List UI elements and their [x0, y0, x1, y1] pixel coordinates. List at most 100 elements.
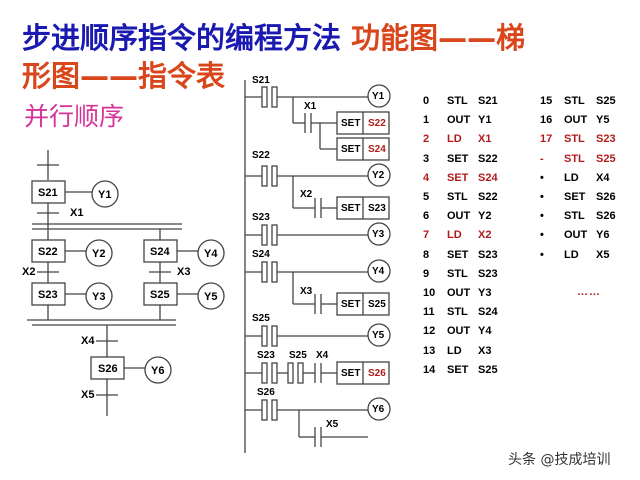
instruction-arg: S24 — [478, 171, 498, 184]
ladder-contact-label: S23 — [257, 350, 275, 361]
instruction-op: LD — [564, 248, 579, 261]
instruction-op: LD — [447, 229, 462, 242]
ladder-coil-label: Y4 — [372, 266, 385, 277]
instruction-arg: X3 — [478, 344, 492, 357]
instruction-arg: S26 — [596, 191, 616, 203]
instruction-step: • — [540, 191, 544, 203]
instruction-op: SET — [447, 363, 469, 376]
instruction-op: LD — [564, 171, 579, 184]
instruction-step: 2 — [423, 133, 430, 146]
instruction-list-ellipsis: …… — [577, 286, 601, 298]
instruction-arg: Y1 — [478, 114, 492, 127]
sfc-transition-label: X2 — [22, 266, 36, 278]
instruction-arg: X1 — [478, 133, 492, 146]
sfc-output-y1 — [91, 180, 119, 208]
instruction-arg: Y5 — [596, 114, 610, 127]
instruction-step: 8 — [423, 248, 430, 261]
sfc-output-label: Y4 — [204, 248, 218, 260]
ladder-rung-1 — [245, 84, 391, 161]
sfc-output-label: Y5 — [204, 291, 218, 303]
instruction-arg: S23 — [478, 267, 498, 280]
title-red-part: 功能图——梯 — [351, 21, 526, 55]
instruction-arg: Y4 — [478, 325, 492, 338]
ladder-set-target: S24 — [368, 144, 386, 155]
instruction-step: 9 — [423, 267, 430, 280]
sfc-step-label: S21 — [38, 187, 58, 199]
sfc-step-label: S22 — [38, 246, 58, 258]
sfc-step-label: S24 — [150, 246, 170, 258]
instruction-op: STL — [447, 95, 468, 107]
instruction-arg: X5 — [596, 248, 610, 261]
instruction-arg: S23 — [596, 133, 616, 146]
page-title-line1: 步进顺序指令的编程方法 功能图——梯 — [22, 20, 525, 56]
instruction-step: 13 — [423, 344, 436, 357]
sfc-output-y3 — [85, 282, 113, 310]
instruction-op: OUT — [447, 325, 471, 338]
instruction-op: SET — [447, 152, 469, 165]
instruction-op: OUT — [564, 229, 588, 242]
instruction-op: STL — [564, 152, 585, 165]
instruction-step: • — [540, 248, 544, 261]
instruction-arg: S25 — [596, 95, 616, 107]
instruction-arg: Y2 — [478, 210, 492, 223]
instruction-step: 0 — [423, 95, 430, 107]
ladder-contact-label: X4 — [316, 350, 329, 361]
instruction-step: 4 — [423, 171, 430, 184]
ladder-rung-3 — [245, 222, 391, 246]
sfc-output-y4 — [197, 239, 225, 267]
sfc-output-y5 — [197, 282, 225, 310]
ladder-contact-label: S25 — [252, 313, 270, 324]
sfc-transition-label: X5 — [81, 389, 95, 401]
ladder-set-op: SET — [341, 118, 361, 129]
title-blue-part: 步进顺序指令的编程方法 — [22, 21, 342, 55]
ladder-set-target: S26 — [368, 368, 386, 379]
subtitle: 并行顺序 — [24, 102, 125, 131]
ladder-set-target: S23 — [368, 203, 386, 214]
instruction-op: OUT — [564, 114, 588, 127]
page-title-line2: 形图——指令表 — [22, 59, 226, 93]
instruction-step: • — [540, 171, 544, 184]
instruction-arg: X4 — [596, 171, 610, 184]
watermark: 头条 @技成培训 — [508, 452, 611, 468]
ladder-rung-2 — [245, 163, 391, 220]
ladder-contact-label: S21 — [252, 75, 270, 86]
instruction-arg: S22 — [478, 152, 498, 165]
instruction-step: 12 — [423, 325, 436, 338]
ladder-rung-6 — [245, 361, 390, 385]
ladder-coil-label: Y6 — [372, 404, 385, 415]
instruction-step: 7 — [423, 229, 430, 242]
ladder-rung-7 — [245, 397, 391, 447]
sfc-output-label: Y1 — [98, 189, 112, 201]
ladder-contact-label: X3 — [300, 286, 313, 297]
ladder-contact-label: X5 — [326, 419, 339, 430]
instruction-step: 5 — [423, 191, 430, 203]
ladder-contact-label: X2 — [300, 189, 313, 200]
instruction-arg: S22 — [478, 191, 498, 203]
ladder-set-op: SET — [341, 144, 361, 155]
sfc-output-label: Y3 — [92, 291, 106, 303]
instruction-arg: S21 — [478, 95, 498, 107]
instruction-op: STL — [447, 267, 468, 280]
instruction-step: 15 — [540, 95, 553, 107]
instruction-op: SET — [447, 171, 469, 184]
ladder-coil-label: Y3 — [372, 229, 385, 240]
instruction-step: - — [540, 152, 544, 165]
instruction-op: SET — [564, 191, 586, 203]
instruction-step: 1 — [423, 114, 430, 127]
ladder-set-op: SET — [341, 299, 361, 310]
instruction-op: STL — [447, 306, 468, 319]
instruction-op: LD — [447, 133, 462, 146]
sfc-transition-label: X4 — [81, 335, 95, 347]
instruction-arg: X2 — [478, 229, 492, 242]
instruction-arg: Y6 — [596, 229, 610, 242]
instruction-op: OUT — [447, 210, 471, 223]
instruction-step: • — [540, 210, 544, 223]
ladder-rung-5 — [245, 323, 391, 347]
sfc-step-label: S26 — [98, 363, 118, 375]
ladder-contact-label: S25 — [289, 350, 307, 361]
instruction-step: 14 — [423, 363, 436, 376]
ladder-contact-label: S24 — [252, 249, 270, 260]
instruction-op: SET — [447, 248, 469, 261]
ladder-set-op: SET — [341, 368, 361, 379]
